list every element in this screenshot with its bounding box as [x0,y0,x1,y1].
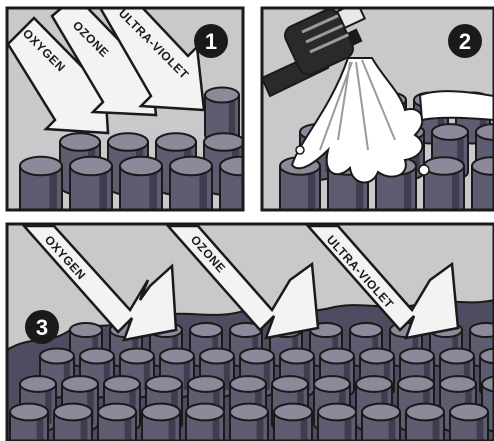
panel-2-badge-number: 2 [459,29,471,54]
panel-1: OXYGEN OZONE ULTRA-VIOLET 1 [7,0,292,225]
stem-icon [10,404,48,441]
stem-icon [170,157,212,225]
stem-icon [70,157,112,225]
stem-icon [142,404,180,441]
stem-icon [450,404,488,441]
stem-icon [120,157,162,225]
panel-2-badge: 2 [448,24,482,58]
panel-3: OXYGEN OZONE ULTRA-VIOLET 3 [7,224,494,441]
panel-3-stems [10,323,494,441]
stem-icon [362,404,400,441]
stem-icon [220,157,262,225]
stem-icon [98,404,136,441]
stem-icon [406,404,444,441]
panel-1-badge: 1 [194,24,228,58]
stem-icon [472,157,494,225]
stem-icon [274,404,312,441]
panel-2: 2 [262,2,494,225]
panel-3-badge-number: 3 [36,315,48,340]
stem-icon [186,404,224,441]
stem-icon [424,157,464,225]
panel-3-badge: 3 [25,310,59,344]
stem-icon [20,157,62,225]
stem-icon [318,404,356,441]
stem-icon [230,404,268,441]
stem-icon [54,404,92,441]
panel-1-badge-number: 1 [205,29,217,54]
